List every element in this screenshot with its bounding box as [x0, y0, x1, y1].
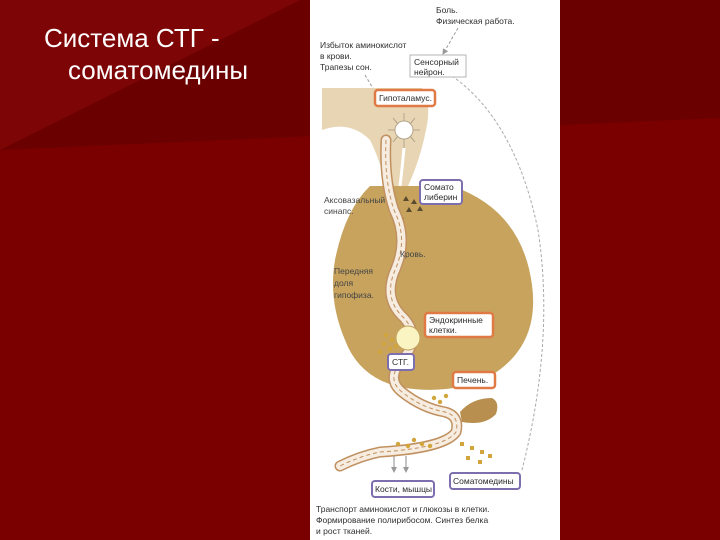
box-somatoliberin	[419, 179, 463, 205]
box-endocrine-cells	[423, 311, 495, 339]
box-sensory-neuron-line2: нейрон.	[414, 67, 445, 77]
box-stg-label: СТГ.	[392, 357, 409, 367]
box-somatoliberin-line2: либерин	[424, 192, 458, 202]
box-liver	[451, 370, 497, 390]
diagram-canvas: Боль. Физическая работа. Избыток аминоки…	[316, 5, 545, 536]
title-line-2: соматомедины	[68, 55, 249, 85]
neuron-body	[388, 113, 420, 187]
pituitary-body	[332, 186, 534, 390]
diagram-figure: Боль. Физическая работа. Избыток аминоки…	[310, 0, 560, 540]
box-liver-label: Печень.	[457, 375, 488, 385]
label-amino-excess-1: Избыток аминокислот	[320, 40, 407, 50]
label-amino-excess-2: в крови.	[320, 51, 352, 61]
stg-granules-upper	[431, 393, 449, 405]
box-hypothalamus-label: Гипоталамус.	[379, 93, 432, 103]
caption-line-1: Транспорт аминокислот и глюкозы в клетки…	[316, 504, 490, 514]
label-blood: Кровь.	[400, 249, 426, 259]
box-somatomedins-label: Соматомедины	[453, 476, 514, 486]
blood-vessel-center	[339, 139, 458, 467]
endocrine-cell	[395, 325, 421, 351]
box-somatoliberin-line1: Сомато	[424, 182, 454, 192]
label-pain: Боль.	[436, 5, 458, 15]
caption-line-2: Формирование полирибосом. Синтез белка	[316, 515, 488, 525]
box-endocrine-cells-line1: Эндокринные	[429, 315, 483, 325]
box-endocrine-cells-line2: клетки.	[429, 325, 457, 335]
box-somatomedins	[449, 472, 521, 490]
box-stg	[387, 353, 415, 371]
caption-line-3: и рост тканей.	[316, 526, 372, 536]
stg-granules	[377, 332, 433, 449]
box-hypothalamus	[373, 88, 437, 108]
box-sensory-neuron	[409, 54, 467, 78]
feedback-loop-line	[451, 75, 545, 471]
label-axon-synapse-1: Аксовазальный	[324, 195, 385, 205]
label-anterior-lobe-1: Передняя	[334, 266, 373, 276]
box-bones-muscles-label: Кости, мышцы	[375, 484, 432, 494]
title-line-1: Система СТГ -	[44, 23, 220, 53]
box-bones-muscles	[371, 480, 435, 498]
box-sensory-neuron-line1: Сенсорный	[414, 57, 459, 67]
label-physical-work: Физическая работа.	[436, 16, 515, 26]
stressor-arrow	[442, 27, 459, 55]
label-sleep-phases: Трапезы сон.	[320, 62, 372, 72]
liver-shape	[460, 398, 498, 423]
label-anterior-lobe-2: доля	[334, 278, 353, 288]
slide-title: Система СТГ - соматомедины	[44, 22, 248, 86]
somatomedin-squares	[460, 442, 492, 464]
label-axon-synapse-2: синапс.	[324, 206, 354, 216]
label-anterior-lobe-3: гипофиза.	[334, 290, 374, 300]
